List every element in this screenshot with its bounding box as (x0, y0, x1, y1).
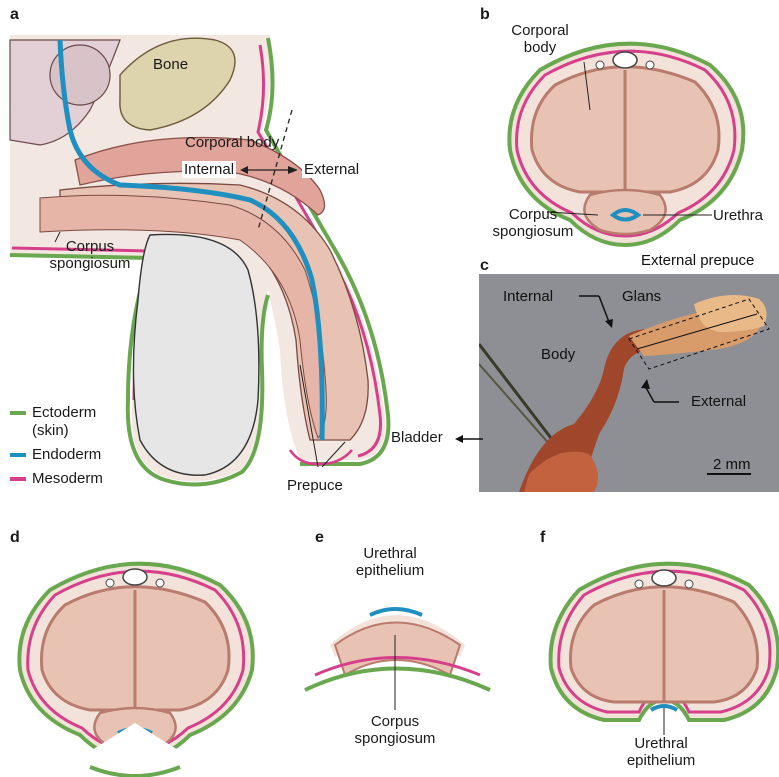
label-external-prepuce: External prepuce (641, 252, 754, 269)
panel-f-cross-section (539, 540, 779, 760)
label-corpus-line2: spongiosum (483, 223, 583, 240)
ectoderm-swatch (10, 411, 26, 415)
label-bladder: Bladder (391, 429, 443, 446)
label-external-c: External (691, 393, 746, 410)
label-corporal-body-b: Corporal body (505, 22, 575, 56)
legend-item-endoderm: Endoderm (10, 446, 101, 464)
label-urethral-line2: epithelium (340, 562, 440, 579)
label-corporal-line2: body (505, 39, 575, 56)
panel-c-letter: c (480, 257, 489, 275)
label-corpus-spongiosum-a: Corpus spongiosum (40, 238, 140, 272)
label-corporal-line1: Corporal (505, 22, 575, 39)
label-urethral-line1: Urethral (611, 735, 711, 752)
label-corpus-line2: spongiosum (345, 730, 445, 747)
mesoderm-swatch (10, 477, 26, 481)
label-prepuce: Prepuce (287, 477, 343, 494)
label-urethral-line2: epithelium (611, 752, 711, 769)
label-internal-a: Internal (182, 161, 236, 178)
bladder-arrow (455, 434, 485, 444)
legend-item-mesoderm: Mesoderm (10, 470, 103, 488)
label-external-a: External (302, 161, 361, 178)
label-urethral-line1: Urethral (340, 545, 440, 562)
label-corpus-line2: spongiosum (40, 255, 140, 272)
legend-item-ectoderm: Ectoderm (skin) (10, 404, 96, 440)
label-urethral-epithelium-f: Urethral epithelium (611, 735, 711, 769)
label-bone: Bone (153, 56, 188, 73)
legend-label: Mesoderm (32, 470, 103, 487)
panel-e-section-detail (300, 585, 490, 705)
label-body: Body (541, 346, 575, 363)
legend-label: Endoderm (32, 446, 101, 463)
label-internal-c: Internal (503, 288, 553, 305)
legend-sublabel: (skin) (32, 422, 69, 439)
endoderm-swatch (10, 453, 26, 457)
label-corpus-spongiosum-e: Corpus spongiosum (345, 713, 445, 747)
label-corpus-line1: Corpus (345, 713, 445, 730)
label-corpus-spongiosum-b: Corpus spongiosum (483, 206, 583, 240)
panel-e-letter: e (315, 529, 324, 547)
legend-label: Ectoderm (32, 404, 96, 421)
label-corpus-line1: Corpus (483, 206, 583, 223)
scale-bar-label: 2 mm (713, 456, 751, 473)
panel-d-cross-section (0, 535, 260, 775)
label-urethral-epithelium-e: Urethral epithelium (340, 545, 440, 579)
label-corporal-body-a: Corporal body (185, 134, 279, 151)
label-corpus-line1: Corpus (40, 238, 140, 255)
label-urethra: Urethra (713, 207, 763, 224)
label-glans: Glans (622, 288, 661, 305)
